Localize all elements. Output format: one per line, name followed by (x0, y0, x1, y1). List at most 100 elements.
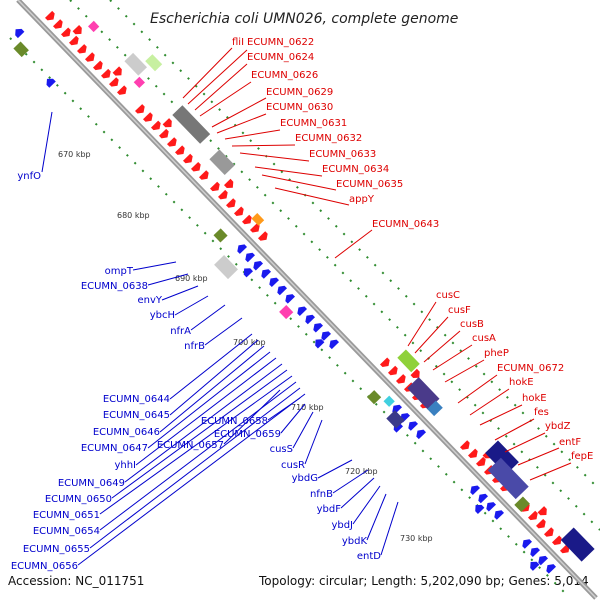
gene-label[interactable]: fes (534, 407, 549, 418)
gene-label[interactable]: entD (357, 551, 381, 562)
guide-track-outer-1 (69, 0, 600, 531)
gene-label[interactable]: hokE (509, 377, 534, 388)
gene-label[interactable]: ECUMN_0630 (266, 102, 333, 113)
cog-block (485, 440, 519, 475)
gene-label[interactable]: entF (559, 437, 581, 448)
gene-label[interactable]: cusR (281, 460, 305, 471)
forward-cds-arrow (93, 60, 103, 71)
gene-label[interactable]: ybdK (342, 536, 368, 547)
reverse-cds-arrow (329, 339, 339, 350)
gene-label[interactable]: ECUMN_0626 (251, 70, 318, 81)
forward-cds-arrow (544, 527, 554, 537)
forward-cds-arrow (528, 510, 538, 521)
reverse-cds-arrow (408, 421, 418, 431)
reverse-cds-arrow (305, 314, 315, 325)
gene-label[interactable]: ECUMN_0654 (33, 526, 100, 537)
label-leader-line (469, 388, 510, 416)
reverse-cds-arrow (530, 547, 540, 557)
cog-block (487, 457, 529, 500)
label-leader-line (211, 97, 267, 128)
reverse-cds-arrow (522, 539, 532, 549)
gene-label[interactable]: ECUMN_0634 (322, 164, 389, 175)
gene-label[interactable]: cusS (270, 444, 293, 455)
gene-label[interactable]: fepE (571, 451, 593, 462)
gene-label[interactable]: ECUMN_0644 (103, 394, 170, 405)
gene-label[interactable]: ECUMN_0645 (103, 410, 170, 421)
gene-label[interactable]: nfnB (310, 489, 333, 500)
label-leader-line (332, 469, 369, 494)
reverse-cds-arrow (494, 510, 504, 520)
reverse-cds-arrow (15, 28, 25, 39)
reverse-cds-arrow (297, 306, 307, 316)
gene-label[interactable]: ompT (105, 266, 134, 277)
gene-label[interactable]: ynfO (17, 171, 41, 182)
gene-label[interactable]: ECUMN_0629 (266, 87, 333, 98)
gene-label[interactable]: ECUMN_0638 (81, 281, 148, 292)
label-leader-line (199, 81, 252, 117)
forward-cds-arrow (396, 374, 406, 384)
forward-cds-arrow (109, 77, 119, 87)
gene-label[interactable]: ECUMN_0658 (201, 416, 268, 427)
cog-block (397, 349, 420, 373)
label-leader-line (432, 344, 473, 371)
reverse-cds-arrow (321, 331, 331, 341)
gene-label[interactable]: ECUMN_0622 (247, 37, 314, 48)
cog-block (386, 410, 405, 429)
gene-label[interactable]: ECUMN_0656 (11, 561, 78, 572)
label-leader-line (111, 369, 288, 499)
gene-label[interactable]: pheP (484, 348, 509, 359)
label-leader-line (423, 330, 461, 363)
gene-label[interactable]: ECUMN_0646 (93, 427, 160, 438)
gene-label[interactable]: ECUMN_0655 (23, 544, 90, 555)
gene-label[interactable]: ECUMN_0647 (81, 443, 148, 454)
forward-cds-arrow (53, 19, 63, 29)
gene-label[interactable]: nfrB (184, 341, 205, 352)
label-leader-line (161, 285, 199, 301)
gene-label[interactable]: cusA (472, 333, 496, 344)
forward-cds-arrow (410, 368, 420, 378)
gene-label[interactable]: ECUMN_0635 (336, 179, 403, 190)
gene-label[interactable]: ybdZ (545, 421, 571, 432)
gene-label[interactable]: fliI (232, 37, 244, 48)
gene-label[interactable]: hokE (522, 393, 547, 404)
gene-label[interactable]: ECUMN_0651 (33, 510, 100, 521)
gene-label[interactable]: ybcH (150, 310, 175, 321)
reverse-cds-arrow (470, 485, 480, 495)
gene-label[interactable]: ECUMN_0624 (247, 52, 314, 63)
gene-label[interactable]: ECUMN_0643 (372, 219, 439, 230)
cog-block (13, 41, 29, 58)
gene-label[interactable]: ECUMN_0672 (497, 363, 564, 374)
reverse-cds-arrow (546, 564, 556, 574)
gene-label[interactable]: ECUMN_0631 (280, 118, 347, 129)
label-leader-line (190, 304, 226, 331)
gene-label[interactable]: ECUMN_0649 (58, 478, 125, 489)
reverse-cds-arrow (237, 244, 247, 254)
gene-label[interactable]: ECUMN_0659 (214, 429, 281, 440)
label-leader-line (292, 411, 314, 449)
gene-label[interactable]: cusC (436, 290, 460, 301)
label-leader-line (261, 174, 337, 191)
gene-label[interactable]: ECUMN_0632 (295, 133, 362, 144)
gene-label[interactable]: nfrA (170, 326, 191, 337)
gene-label[interactable]: envY (137, 295, 162, 306)
label-leader-lines (41, 47, 572, 566)
gene-label[interactable]: cusF (448, 305, 471, 316)
forward-cds-arrow (162, 118, 172, 128)
gene-label[interactable]: appY (349, 194, 375, 205)
gene-features (13, 10, 595, 574)
gene-label[interactable]: ybdJ (331, 520, 353, 531)
gene-label[interactable]: yhhI (114, 460, 136, 471)
gene-label[interactable]: ybdF (317, 504, 342, 515)
forward-cds-arrow (167, 137, 177, 147)
forward-cds-arrow (143, 112, 153, 122)
gene-label[interactable]: ybdG (292, 473, 318, 484)
label-leader-line (414, 316, 449, 354)
label-leader-line (216, 113, 267, 134)
gene-label[interactable]: ECUMN_0633 (309, 149, 376, 160)
reverse-cds-arrow (475, 504, 485, 514)
forward-cds-arrow (242, 214, 252, 225)
kbp-mark-730: 730 kbp (400, 534, 433, 543)
gene-label[interactable]: ECUMN_0657 (157, 440, 224, 451)
gene-label[interactable]: cusB (460, 319, 484, 330)
gene-label[interactable]: ECUMN_0650 (45, 494, 112, 505)
